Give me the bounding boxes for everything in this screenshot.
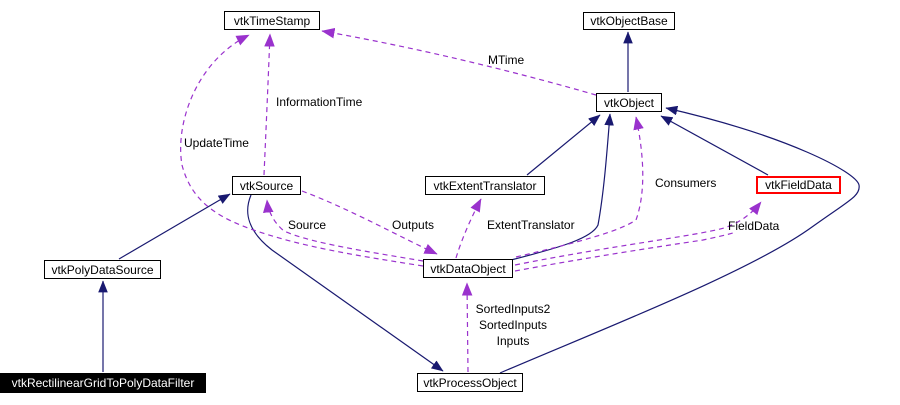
edge-usage-informationtime [263,33,275,176]
edge-usage-mtime [321,27,597,96]
node-vtkPolyDataSource[interactable]: vtkPolyDataSource [44,260,161,279]
edge-label-update-time: UpdateTime [184,136,249,150]
edge-label-inputs-group: SortedInputs2 SortedInputs Inputs [443,301,583,349]
edge-label-sorted-inputs: SortedInputs [478,318,548,332]
edge-inherit-processobject-to-object [499,105,860,374]
node-vtkProcessObject[interactable]: vtkProcessObject [417,373,523,392]
edge-label-information-time: InformationTime [276,95,363,109]
edge-label-consumers: Consumers [655,176,717,190]
edge-label-inputs: Inputs [496,334,530,348]
edge-label-source: Source [288,218,327,232]
edge-label-outputs: Outputs [392,218,435,232]
edge-label-sorted-inputs2: SortedInputs2 [475,302,551,316]
edge-usage-updatetime [180,34,424,267]
node-vtkRectilinearGridToPolyDataFilter: vtkRectilinearGridToPolyDataFilter [0,373,206,393]
edge-usage-fielddata [514,201,762,266]
node-vtkDataObject[interactable]: vtkDataObject [423,259,513,278]
node-vtkFieldData[interactable]: vtkFieldData [756,176,841,194]
edge-label-extent-translator: ExtentTranslator [487,218,575,232]
node-vtkSource[interactable]: vtkSource [232,176,301,195]
node-vtkTimeStamp[interactable]: vtkTimeStamp [224,11,320,30]
edge-usage-source [262,199,424,262]
edge-inherit-fielddata-to-object [660,115,769,176]
edge-usage-extenttranslator [455,198,482,259]
edge-usage-outputs [301,190,438,255]
edge-label-field-data: FieldData [728,219,780,233]
edge-inherit-source-to-processobject [247,194,444,372]
node-vtkObjectBase[interactable]: vtkObjectBase [583,12,675,30]
edge-inherit-polydatasource-to-source [118,193,231,260]
edge-usage-inputs [461,282,473,373]
node-vtkObject[interactable]: vtkObject [596,93,662,112]
node-vtkExtentTranslator[interactable]: vtkExtentTranslator [425,176,545,195]
edge-usage-fielddata-strand [514,232,734,272]
edge-inherit-extenttranslator-to-object [526,114,601,176]
edge-label-mtime: MTime [488,53,525,67]
edge-usage-consumers [515,116,644,258]
